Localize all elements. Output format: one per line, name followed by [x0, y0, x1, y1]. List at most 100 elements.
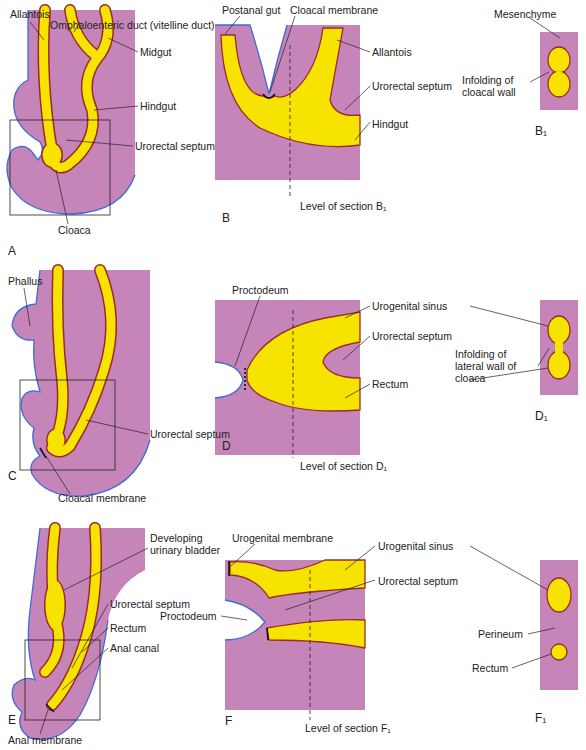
part-label: Allantois [372, 46, 412, 58]
cloaca-neck [555, 342, 563, 354]
panel-a-embryo [7, 10, 138, 224]
part-label: Hindgut [372, 118, 408, 130]
panel-c-embryo [12, 270, 150, 496]
urogenital-sinus-lumen [230, 560, 365, 598]
section-d1 [470, 300, 578, 395]
mesenchyme-block [540, 560, 578, 690]
cloaca-lumen [221, 28, 360, 147]
part-label: Urorectal septum [150, 428, 230, 440]
leader-line [24, 288, 148, 494]
section-level-line [310, 570, 311, 720]
part-label: Urogenital sinus [378, 540, 453, 552]
mesenchyme-block [540, 300, 578, 395]
part-label: Urorectal septum [372, 330, 452, 342]
cloaca-section [548, 351, 570, 379]
panel-letter: E [8, 714, 16, 728]
rectum-section [551, 644, 567, 660]
enlargement-frame [25, 640, 100, 720]
panel-letter: D₁ [535, 410, 548, 424]
gut-lumen [70, 10, 95, 55]
part-label: Mesenchyme [494, 8, 556, 20]
part-label: Urorectal septum [135, 140, 215, 152]
part-label: Cloaca [58, 224, 91, 236]
section-b1 [530, 18, 578, 110]
panel-letter: D [222, 440, 231, 454]
panel-letter: B [222, 212, 230, 226]
part-label: Infolding of lateral wall of cloaca [455, 348, 535, 384]
panel-e-embryo [12, 528, 148, 739]
part-label: Cloacal membrane [290, 4, 378, 16]
part-label: Cloacal membrane [58, 492, 146, 504]
panel-d-cloaca [215, 296, 370, 458]
part-label: Postanal gut [222, 4, 280, 16]
mesoderm-body [215, 25, 360, 180]
part-label: Allantois [10, 8, 50, 20]
gut-wall [52, 270, 111, 452]
part-label: Infolding of cloacal wall [462, 74, 530, 98]
panel-b-cloaca [215, 16, 370, 198]
cloacal-membrane-mark [40, 448, 46, 458]
gut-lumen [52, 10, 108, 168]
cloaca-lumen [247, 312, 360, 411]
leader-line [530, 18, 560, 82]
leader-line [225, 16, 370, 140]
ectoderm-outline [215, 362, 243, 398]
section-level-line [293, 310, 294, 458]
bladder-lumen [46, 581, 65, 630]
panel-letter: B₁ [535, 125, 547, 139]
part-label: Level of section D₁ [300, 460, 387, 472]
panel-letter: A [8, 245, 16, 259]
ectoderm-outline [12, 528, 108, 739]
cloaca-section [549, 72, 569, 96]
part-label: Rectum [372, 378, 408, 390]
leader-line [235, 296, 370, 398]
gut-wall [70, 10, 95, 55]
part-label: Urorectal septum [372, 80, 452, 92]
anal-membrane-mark [267, 628, 268, 640]
gut-wall [52, 270, 63, 448]
part-label: Anal membrane [8, 734, 82, 746]
part-label: Hindgut [140, 100, 176, 112]
panel-letter: F₁ [535, 712, 546, 726]
gut-lumen [52, 270, 111, 452]
leader-line [40, 548, 148, 734]
mesoderm-body [215, 300, 360, 455]
mesoderm-body [12, 270, 150, 496]
gut-wall [52, 10, 108, 168]
cloaca-lumen [43, 144, 62, 167]
part-label: Phallus [8, 275, 42, 287]
anal-membrane-mark [46, 704, 54, 712]
part-label: Urogenital sinus [372, 300, 447, 312]
gut-lumen [52, 270, 63, 448]
part-label: Developing urinary bladder [150, 532, 222, 556]
leader-line [30, 22, 138, 224]
part-label: Level of section B₁ [300, 200, 386, 212]
section-level-line [290, 45, 291, 198]
leader-line [470, 546, 555, 668]
rectum-lumen [267, 620, 365, 648]
cloaca-section [548, 316, 570, 344]
part-label: Anal canal [110, 642, 159, 654]
enlargement-frame [10, 120, 110, 215]
part-label: Proctodeum [160, 610, 217, 622]
ectoderm-outline [12, 270, 150, 496]
cloaca-section [549, 48, 569, 72]
panel-letter: C [8, 470, 17, 484]
mesenchyme-block [540, 32, 578, 110]
leader-line [221, 544, 375, 620]
part-label: Perineum [478, 628, 523, 640]
urogenital-sinus-section [547, 578, 571, 612]
part-label: Level of section F₁ [305, 722, 391, 734]
part-label: Omphaloenteric duct (vitelline duct) [50, 19, 215, 31]
part-label: Urogenital membrane [232, 532, 333, 544]
part-label: Urorectal septum [378, 575, 458, 587]
cloaca-section [548, 47, 570, 73]
mesoderm-body [225, 560, 365, 710]
panel-f-cloaca [221, 544, 375, 720]
cloaca-section [548, 71, 570, 97]
panel-letter: F [225, 715, 232, 729]
urogenital-membrane-mark [228, 561, 230, 576]
part-label: Proctodeum [232, 284, 289, 296]
cloacal-membrane-mark [263, 94, 275, 98]
